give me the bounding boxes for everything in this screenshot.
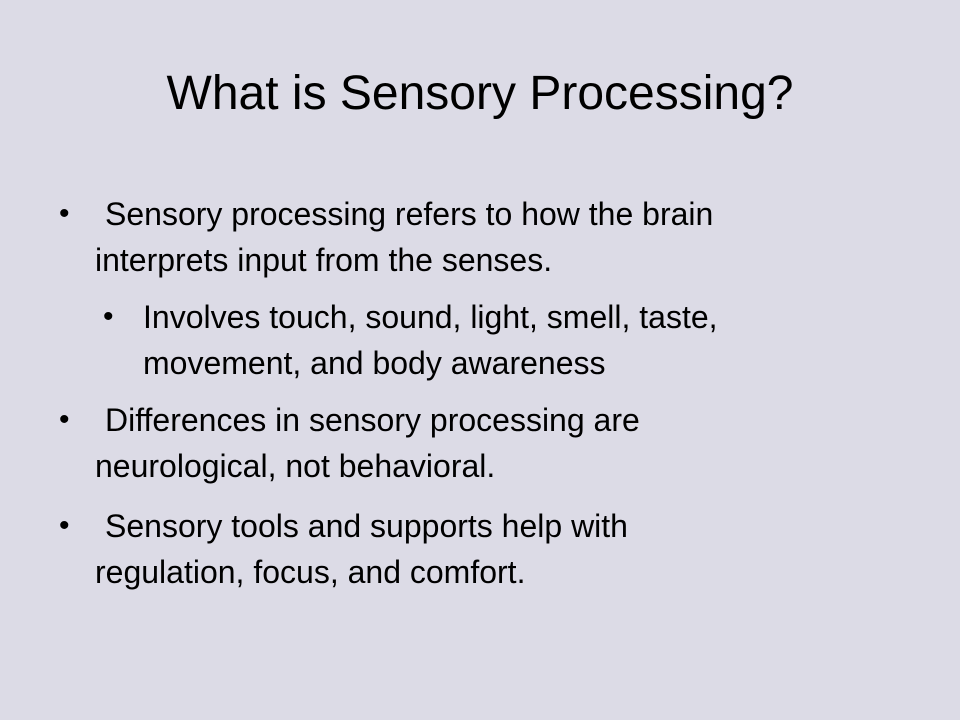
bullet-dot-icon: • (103, 300, 114, 333)
bullet-item: • Differences in sensory processing are … (59, 397, 640, 489)
bullet-line: Sensory tools and supports help with (105, 508, 628, 544)
bullet-line: Involves touch, sound, light, smell, tas… (143, 299, 718, 335)
bullet-text: Sensory tools and supports help with reg… (95, 503, 628, 595)
bullet-text: Differences in sensory processing are ne… (95, 397, 640, 489)
bullet-text: Sensory processing refers to how the bra… (95, 191, 713, 283)
bullet-line: movement, and body awareness (143, 345, 606, 381)
slide-title: What is Sensory Processing? (166, 67, 794, 120)
bullet-line: Sensory processing refers to how the bra… (105, 196, 714, 232)
bullet-dot-icon: • (59, 403, 70, 436)
bullet-item: • Sensory processing refers to how the b… (59, 191, 713, 283)
bullet-text: Involves touch, sound, light, smell, tas… (143, 294, 718, 386)
bullet-dot-icon: • (59, 509, 70, 542)
bullet-line: Differences in sensory processing are (105, 402, 640, 438)
bullet-line: interprets input from the senses. (95, 242, 553, 278)
sub-bullet-item: • Involves touch, sound, light, smell, t… (103, 294, 718, 386)
bullet-line: regulation, focus, and comfort. (95, 554, 526, 590)
bullet-line: neurological, not behavioral. (95, 448, 496, 484)
bullet-dot-icon: • (59, 197, 70, 230)
bullet-item: • Sensory tools and supports help with r… (59, 503, 628, 595)
